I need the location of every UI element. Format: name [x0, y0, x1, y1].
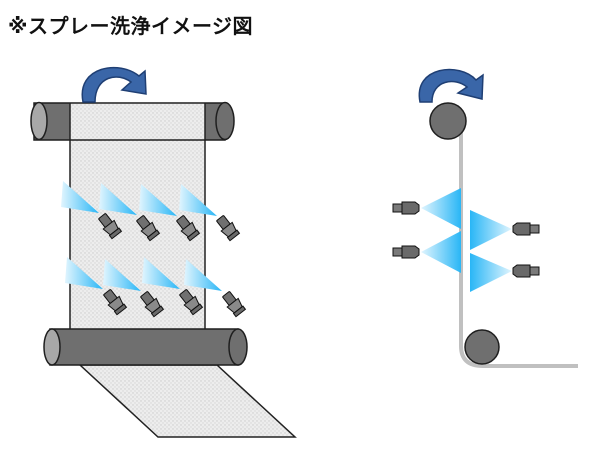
spray-side-left	[421, 188, 461, 273]
top-roller-side	[429, 102, 467, 140]
page-title: ※スプレー洗浄イメージ図	[8, 14, 254, 38]
front-view	[30, 66, 297, 438]
bottom-roller-front	[43, 328, 248, 366]
spray-side-right	[470, 210, 512, 292]
bottom-roller-side	[464, 329, 500, 365]
fabric-lower-sheet	[78, 364, 297, 438]
web-line	[459, 110, 578, 368]
rotation-arrow-icon	[81, 66, 147, 103]
rotation-arrow-icon	[418, 68, 484, 103]
spray-nozzle-icon	[392, 201, 540, 278]
side-view	[392, 68, 578, 368]
